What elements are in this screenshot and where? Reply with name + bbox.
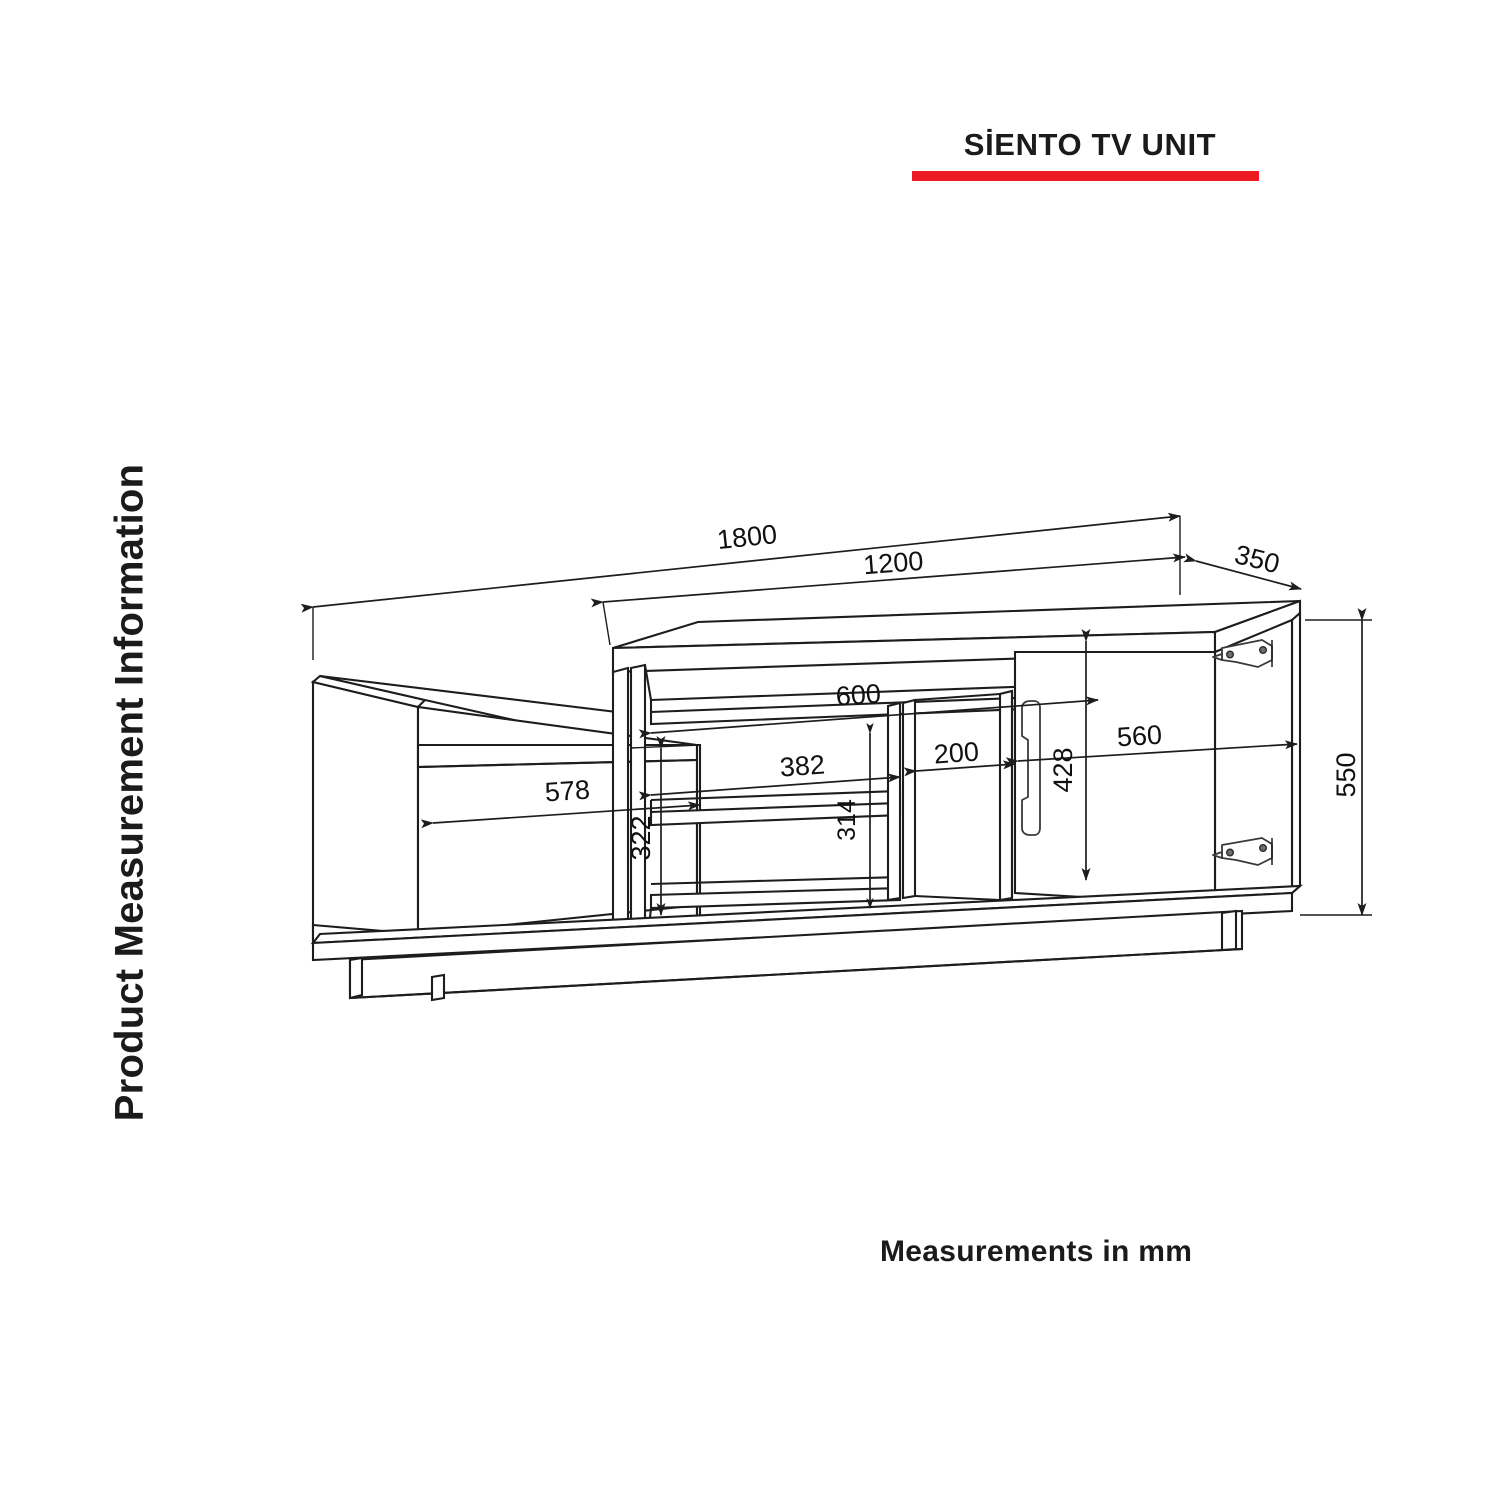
dimension-600 <box>638 696 1099 739</box>
bottom-hinge-plate <box>1212 837 1273 866</box>
dimension-200 <box>903 760 1016 777</box>
dimension-label-600: 600 <box>835 678 882 711</box>
plinth-base <box>310 884 1303 1002</box>
centre-bay-base <box>649 886 902 910</box>
dimension-1200 <box>590 553 1186 646</box>
dimension-label-322: 322 <box>626 815 656 860</box>
door-panel <box>1013 650 1217 907</box>
dimension-382 <box>638 773 901 801</box>
dimension-560 <box>1005 740 1298 767</box>
dimension-label-382: 382 <box>779 749 826 782</box>
dimension-550 <box>1300 608 1372 916</box>
left-side-panel-outer <box>311 680 420 954</box>
dimension-label-428: 428 <box>1048 747 1078 792</box>
tv-unit-isometric-body <box>310 599 1303 1002</box>
dimension-label-1200: 1200 <box>862 546 924 581</box>
dimension-label-314: 314 <box>833 799 861 841</box>
centre-bay-divider <box>886 701 902 902</box>
dimension-578 <box>420 801 701 829</box>
base-board-front <box>311 891 1294 962</box>
hinge-group <box>1212 639 1273 866</box>
centre-bay-divider-second <box>901 698 917 900</box>
left-module-right-panel <box>695 743 702 920</box>
top-hinge-plate <box>1212 639 1273 668</box>
dimension-label-578: 578 <box>544 775 591 808</box>
dimension-label-1800: 1800 <box>716 519 779 555</box>
title-block: SİENTO TV UNIT <box>900 127 1280 182</box>
product-title: SİENTO TV UNIT <box>963 127 1217 162</box>
door-left-divider <box>998 689 1014 902</box>
dimension-annotations <box>300 512 1372 916</box>
dimension-label-200: 200 <box>933 736 980 769</box>
dimension-label-560: 560 <box>1116 720 1163 753</box>
left-plinth-foot <box>348 956 364 1000</box>
dimension-350 <box>1183 553 1302 591</box>
right-plinth-foot <box>1220 909 1238 952</box>
dimension-label-550: 550 <box>1331 752 1361 797</box>
title-accent-rule <box>912 171 1259 182</box>
right-side-panel <box>1290 610 1302 896</box>
centre-plinth-foot <box>430 973 446 1002</box>
units-note: Measurements in mm <box>880 1235 1193 1268</box>
cabinet-door <box>1013 650 1217 907</box>
